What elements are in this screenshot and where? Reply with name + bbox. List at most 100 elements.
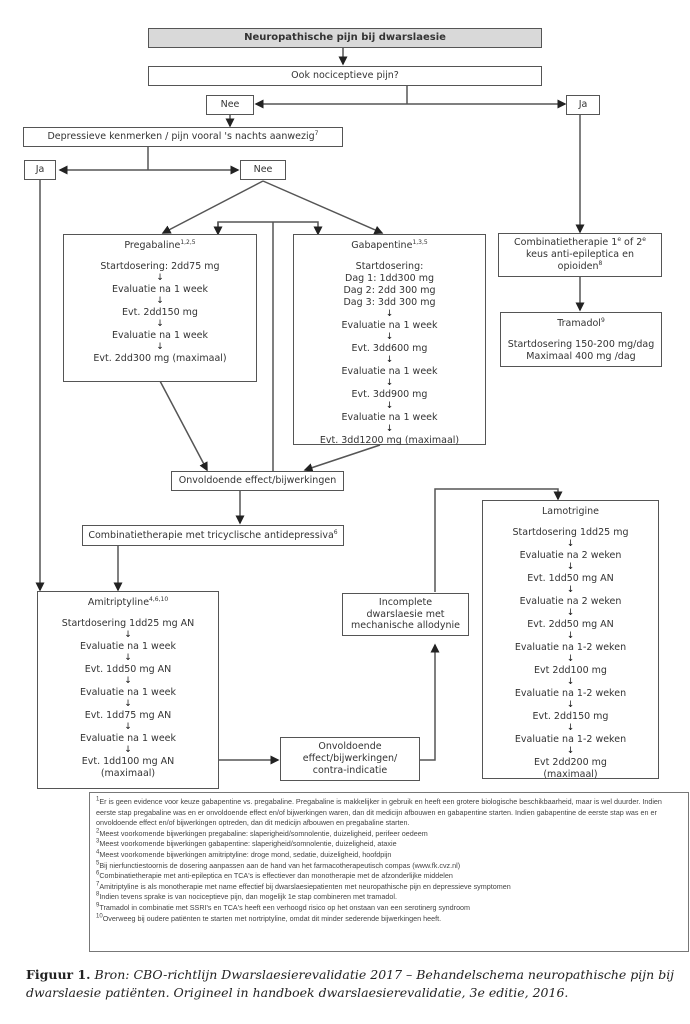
footnote-number: 10	[96, 913, 103, 920]
arrow-down-icon: ↓	[156, 272, 164, 283]
arrow-down-icon: ↓	[156, 341, 164, 352]
arrow-down-icon: ↓	[566, 722, 575, 733]
gabapentine-title: Gabapentine1,3,5	[351, 239, 427, 252]
text-line: contra-indicatie	[312, 764, 388, 776]
footnote: 7Amitriptyline is als monotherapie met n…	[96, 881, 682, 893]
start-line: Dag 3: 3dd 300 mg	[343, 296, 436, 308]
footnote-number: 4	[96, 849, 100, 856]
combination-opioid-line3: opioiden8	[558, 259, 603, 273]
text-line: Incomplete	[378, 596, 433, 608]
dose-step-note: (maximaal)	[100, 767, 156, 779]
footnote: 6Combinatietherapie met anti-epileptica …	[96, 871, 682, 882]
drug-name: Tramadol	[557, 318, 601, 329]
answer-no-label: Nee	[220, 99, 240, 111]
arrow-down-icon: ↓	[385, 423, 394, 434]
insufficient-effect-text: Onvoldoende effect/bijwerkingen	[178, 475, 337, 487]
footnote-number: 8	[96, 891, 100, 898]
arrow-down-icon: ↓	[566, 699, 575, 710]
dose-step: Evaluatie na 1 week	[111, 329, 209, 341]
amitriptyline-title: Amitriptyline4,6,10	[87, 596, 168, 609]
drug-name: Amitriptyline	[87, 597, 150, 608]
dose-step-note: (maximaal)	[543, 768, 598, 780]
line-switch-bracket	[217, 221, 323, 236]
drug-name: Pregabaline	[124, 240, 181, 251]
footnote: 9Tramadol in combinatie met SSRI's en TC…	[96, 903, 682, 914]
dose-step: Evaluatie na 1 week	[111, 283, 209, 295]
footnote: 1Er is geen evidence voor keuze gabapent…	[96, 797, 682, 829]
footnote-text: Combinatietherapie met anti-epileptica e…	[99, 871, 453, 881]
text: Combinatietherapie met tricyclische anti…	[88, 529, 334, 541]
footnote-number: 5	[96, 860, 100, 867]
figure-caption: Figuur 1. Bron: CBO-richtlijn Dwarslaesi…	[26, 966, 676, 1002]
dose-step: Startdosering 150-200 mg/dag	[507, 338, 655, 350]
dose-step: Evaluatie na 1-2 weken	[514, 733, 627, 745]
arrow-down-icon: ↓	[566, 630, 575, 641]
dose-step: Evaluatie na 1 week	[341, 365, 438, 377]
dose-step: Evt. 3dd900 mg	[351, 388, 428, 400]
dose-step: Evaluatie na 2 weken	[519, 549, 622, 561]
footnote-number: 9	[96, 902, 100, 909]
dose-step: Evt. 1dd75 mg AN	[84, 709, 172, 721]
dose-step: Evt 2dd100 mg	[534, 664, 607, 676]
footnote: 10Overweeg bij oudere patiënten te start…	[96, 913, 682, 925]
pregabaline-box: Pregabaline1,2,5 Startdosering: 2dd75 mg…	[63, 234, 257, 382]
combination-opioid-box: Combinatietherapie 1e of 2e keus anti-ep…	[498, 233, 662, 277]
answer-yes-nociceptive: Ja	[566, 95, 600, 115]
question-nociceptive: Ook nociceptieve pijn?	[148, 66, 542, 86]
footnote-text: Er is geen evidence voor keuze gabapenti…	[96, 797, 662, 828]
start-line: Dag 1: 1dd300 mg	[345, 272, 434, 284]
arrow-down-icon: ↓	[385, 400, 394, 411]
arrow-down-icon: ↓	[566, 538, 575, 549]
dose-step: Maximaal 400 mg /dag	[526, 350, 636, 362]
dose-step: Evaluatie na 1 week	[79, 732, 177, 744]
dose-step: Evaluatie na 2 weken	[519, 595, 622, 607]
footnote: 5Bij nierfunctiestoornis de dosering aan…	[96, 860, 682, 872]
line-nee-to-pregabaline	[161, 180, 264, 234]
footnote-number: 2	[96, 828, 100, 835]
arrow-down-icon: ↓	[124, 629, 132, 640]
combination-opioid-line1: Combinatietherapie 1e of 2e	[514, 237, 646, 249]
arrow-down-icon: ↓	[385, 354, 394, 365]
dose-step: Startdosering: 2dd75 mg	[100, 260, 220, 272]
footnote-text: Amitriptyline is als monotherapie met na…	[99, 881, 511, 891]
dose-step: Evt. 2dd300 mg (maximaal)	[93, 352, 227, 364]
footnote-text: Indien tevens sprake is van nociceptieve…	[99, 892, 397, 902]
arrow-down-icon: ↓	[566, 676, 575, 687]
combination-opioid-line2: keus anti-epileptica en	[526, 249, 634, 261]
superscript: e	[617, 236, 622, 244]
footnote-number: 7	[96, 881, 100, 888]
footnote-ref: 8	[598, 259, 603, 267]
dose-step: Evt. 2dd150 mg	[122, 306, 198, 318]
answer-no-nociceptive: Nee	[206, 95, 254, 115]
footnote: 2Meest voorkomende bijwerkingen pregabal…	[96, 828, 682, 840]
arrow-down-icon: ↓	[124, 744, 132, 755]
answer-no-depressive: Nee	[240, 160, 286, 180]
drug-name: Gabapentine	[351, 240, 413, 251]
arrow-down-icon: ↓	[566, 584, 575, 595]
combination-tca-text: Combinatietherapie met tricyclische anti…	[88, 529, 337, 542]
dose-step: Evt. 1dd100 mg AN	[81, 755, 175, 767]
arrow-down-icon: ↓	[156, 318, 164, 329]
footnote-number: 1	[96, 796, 100, 803]
line-insufficient2-to-incomplete	[420, 643, 440, 761]
footnote-number: 3	[96, 838, 100, 845]
arrow-down-icon: ↓	[566, 607, 575, 618]
text-line: Onvoldoende	[318, 741, 382, 753]
arrow-down-icon: ↓	[124, 698, 132, 709]
arrow-down-icon: ↓	[124, 721, 132, 732]
footnote-text: Meest voorkomende bijwerkingen gabapenti…	[99, 839, 397, 849]
gabapentine-box: Gabapentine1,3,5 Startdosering: Dag 1: 1…	[293, 234, 486, 446]
arrow-down-icon: ↓	[385, 377, 394, 388]
footnote-ref: 1,2,5	[180, 238, 196, 246]
line-incomplete-to-lamotrigine	[434, 488, 563, 592]
arrow-down-icon: ↓	[566, 653, 575, 664]
pregabaline-title: Pregabaline1,2,5	[124, 238, 196, 252]
figure-label: Figuur 1.	[26, 967, 91, 982]
footnote-text: Overweeg bij oudere patiënten te starten…	[102, 913, 442, 923]
arrow-down-icon: ↓	[156, 295, 164, 306]
text: of 2	[621, 237, 643, 249]
arrow-down-icon: ↓	[566, 561, 575, 572]
arrow-down-icon: ↓	[385, 331, 394, 342]
dose-step: Startdosering 1dd25 mg AN	[61, 617, 195, 629]
dose-step: Evaluatie na 1 week	[341, 319, 438, 331]
